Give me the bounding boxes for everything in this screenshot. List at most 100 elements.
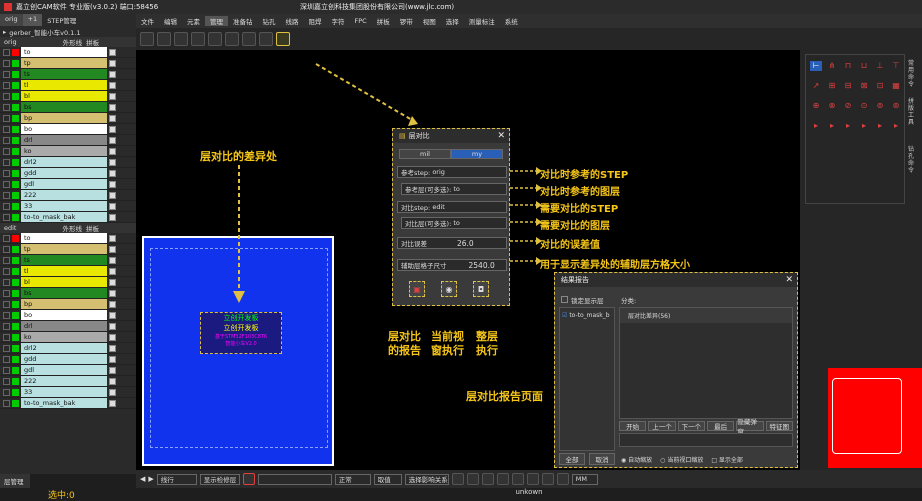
command-icon[interactable]: ⊔ xyxy=(860,61,868,70)
layer-row[interactable]: 222 xyxy=(0,376,136,387)
layer-toggle[interactable] xyxy=(109,92,116,100)
layer-toggle[interactable] xyxy=(109,169,116,177)
command-icon[interactable]: ⋔ xyxy=(828,61,836,70)
command-icon[interactable]: ▸ xyxy=(845,121,850,130)
layer-color-swatch[interactable] xyxy=(12,92,19,100)
menu-item[interactable]: 系统 xyxy=(504,18,518,26)
layer-toggle[interactable] xyxy=(109,136,116,144)
layer-row[interactable]: ts xyxy=(0,255,136,266)
layer-row[interactable]: drl2 xyxy=(0,157,136,168)
pick-button[interactable]: 取值 xyxy=(373,473,402,485)
layer-row[interactable]: bl xyxy=(0,91,136,102)
layer-row[interactable]: bs xyxy=(0,102,136,113)
layer-row[interactable]: gdl xyxy=(0,365,136,376)
layer-checkbox[interactable] xyxy=(3,388,10,396)
step-select[interactable]: 线行 xyxy=(156,473,197,485)
outline-option[interactable]: 外形线 xyxy=(62,225,82,233)
command-icon[interactable]: ▦ xyxy=(892,81,900,90)
layer-checkbox[interactable] xyxy=(3,114,10,122)
layer-checkbox[interactable] xyxy=(3,300,10,308)
menu-item[interactable]: 编辑 xyxy=(164,18,177,26)
menu-item[interactable]: 拼板 xyxy=(376,18,390,26)
tool-button[interactable] xyxy=(259,32,273,46)
layer-toggle[interactable] xyxy=(109,388,116,396)
layer-toggle[interactable] xyxy=(109,202,116,210)
tool-button[interactable] xyxy=(526,473,539,485)
layer-row[interactable]: gdl xyxy=(0,179,136,190)
layer-color-swatch[interactable] xyxy=(12,300,19,308)
menu-item[interactable]: FPC xyxy=(354,17,367,25)
menu-item[interactable]: 管理 xyxy=(205,16,228,26)
layer-checkbox[interactable] xyxy=(3,256,10,264)
command-icon[interactable]: ▸ xyxy=(829,121,834,130)
close-icon[interactable]: ✕ xyxy=(497,131,505,141)
layer-toggle[interactable] xyxy=(109,256,116,264)
layer-checkbox[interactable] xyxy=(3,377,10,385)
layer-toggle[interactable] xyxy=(109,245,116,253)
checkbox[interactable] xyxy=(561,296,568,303)
select-icon[interactable] xyxy=(242,473,255,485)
unit-my-button[interactable]: my xyxy=(451,149,503,159)
layer-row[interactable]: tl xyxy=(0,80,136,91)
report-nav-button[interactable]: 开始 xyxy=(619,421,647,431)
layer-checkbox[interactable] xyxy=(3,70,10,78)
layer-checkbox[interactable] xyxy=(3,344,10,352)
layer-toggle[interactable] xyxy=(109,59,116,67)
layer-toggle[interactable] xyxy=(109,70,116,78)
command-icon[interactable]: ⊙ xyxy=(860,101,868,110)
layer-row[interactable]: bs xyxy=(0,288,136,299)
command-icon[interactable]: ▸ xyxy=(893,121,898,130)
report-layer-item[interactable]: ☑ to-to_mask_b xyxy=(560,308,614,323)
menu-item[interactable]: 锣带 xyxy=(399,18,413,26)
layer-row[interactable]: to-to_mask_bak xyxy=(0,212,136,223)
mode-select[interactable]: 正常 xyxy=(334,473,371,485)
layer-checkbox[interactable] xyxy=(3,125,10,133)
layer-row[interactable]: ko xyxy=(0,146,136,157)
layer-color-swatch[interactable] xyxy=(12,278,19,286)
layer-checkbox[interactable] xyxy=(3,234,10,242)
view-exec-button[interactable]: ◉ xyxy=(441,281,457,297)
tool-button[interactable] xyxy=(466,473,479,485)
report-nav-button[interactable]: 隐藏弹窗 xyxy=(736,418,764,436)
layer-row[interactable]: drl2 xyxy=(0,343,136,354)
layer-row[interactable]: gdd xyxy=(0,168,136,179)
layer-row[interactable]: bl xyxy=(0,277,136,288)
layer-row[interactable]: to xyxy=(0,47,136,58)
layer-color-swatch[interactable] xyxy=(12,377,19,385)
layer-checkbox[interactable] xyxy=(3,136,10,144)
layer-toggle[interactable] xyxy=(109,180,116,188)
layer-toggle[interactable] xyxy=(109,366,116,374)
layer-color-swatch[interactable] xyxy=(12,344,19,352)
layer-checkbox[interactable] xyxy=(3,48,10,56)
layer-toggle[interactable] xyxy=(109,158,116,166)
layer-toggle[interactable] xyxy=(109,399,116,407)
layer-checkbox[interactable] xyxy=(3,191,10,199)
layer-checkbox[interactable] xyxy=(3,289,10,297)
command-icon[interactable]: ⊢ xyxy=(810,61,822,71)
preview-area[interactable] xyxy=(828,368,922,468)
tab-add[interactable]: +1 xyxy=(22,14,43,26)
step-name[interactable]: orig xyxy=(4,38,17,46)
layer-checkbox[interactable] xyxy=(3,366,10,374)
menu-item[interactable]: 线路 xyxy=(285,18,299,26)
layer-row[interactable]: bo xyxy=(0,310,136,321)
tool-button[interactable] xyxy=(208,32,222,46)
menu-item[interactable]: 视图 xyxy=(422,18,436,26)
layer-checkbox[interactable] xyxy=(3,267,10,275)
layer-toggle[interactable] xyxy=(109,234,116,242)
layer-row[interactable]: tl xyxy=(0,266,136,277)
layer-checkbox[interactable] xyxy=(3,278,10,286)
layer-row[interactable]: gdd xyxy=(0,354,136,365)
unit-mil-button[interactable]: mil xyxy=(399,149,451,159)
command-icon[interactable]: ⊚ xyxy=(876,101,884,110)
play-icon[interactable]: ▶ xyxy=(148,475,154,483)
tool-button[interactable] xyxy=(556,473,569,485)
relation-button[interactable]: 选择影响关系 xyxy=(404,473,449,485)
layer-checkbox[interactable] xyxy=(3,59,10,67)
command-icon[interactable]: ⊟ xyxy=(844,81,852,90)
layer-toggle[interactable] xyxy=(109,278,116,286)
layer-toggle[interactable] xyxy=(109,333,116,341)
report-nav-button[interactable]: 上一个 xyxy=(648,421,676,431)
layer-color-swatch[interactable] xyxy=(12,267,19,275)
